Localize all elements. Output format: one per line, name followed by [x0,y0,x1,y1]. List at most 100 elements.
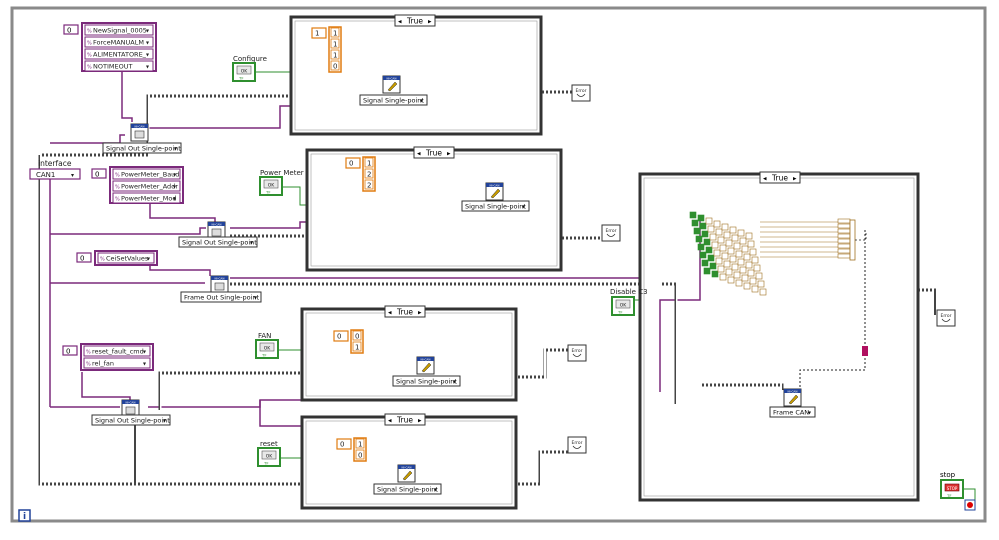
svg-text:PowerMeter_Addr: PowerMeter_Addr [121,183,178,191]
svg-text:NI-CAN: NI-CAN [212,222,222,226]
svg-text:▾: ▾ [173,184,176,191]
signal-ring-item[interactable]: %NewSignal_0005▾ [84,24,154,36]
svg-text:OK: OK [241,69,249,75]
svg-text:▸: ▸ [447,150,451,158]
signal-ring-item[interactable]: %ALIMENTATORE_▾ [84,48,154,60]
signal-ring-item[interactable]: %PowerMeter_Addr▾ [112,180,181,192]
pencil-icon [421,362,432,373]
stop-terminal[interactable]: stop STOP TF [940,471,976,511]
svg-text:TF: TF [946,493,952,498]
case-selector-4[interactable]: ◂ True ▸ [384,413,426,426]
error-handler-icon[interactable]: Error [601,224,621,242]
svg-text:Signal Single-point: Signal Single-point [465,203,526,211]
svg-text:▾: ▾ [173,196,176,203]
svg-text:◂: ◂ [388,417,392,425]
svg-text:rel_fan: rel_fan [92,360,114,368]
interface-control[interactable]: interface CAN1 ▾ [29,159,81,180]
error-handler-icon[interactable]: Error [567,436,587,454]
svg-text:OK: OK [268,183,276,189]
svg-text:ForceMANUALM: ForceMANUALM [93,39,144,47]
case-selector-2[interactable]: ◂ True ▸ [413,146,455,159]
svg-text:◂: ◂ [388,309,392,317]
svg-text:stop: stop [940,471,956,479]
error-handler-icon[interactable]: Error [936,309,956,327]
svg-text:◂: ◂ [417,150,421,158]
svg-text:True: True [396,308,413,317]
svg-text:1: 1 [367,160,371,168]
svg-text:reset: reset [260,440,278,448]
svg-text:NI-CAN: NI-CAN [402,465,412,469]
svg-text:0: 0 [333,63,337,71]
pencil-icon [788,394,799,405]
svg-text:%: % [115,173,120,179]
svg-text:%: % [115,197,120,203]
signal-array-group-2[interactable]: 0 %PowerMeter_Baud▾%PowerMeter_Addr▾%Pow… [91,166,184,204]
signal-ring-item[interactable]: %PowerMeter_Mod▾ [112,192,181,204]
case-selector-3[interactable]: ◂ True ▸ [384,305,426,318]
signal-array-group-1[interactable]: 0 %NewSignal_0005▾%ForceMANUALM▾%ALIMENT… [63,22,157,72]
signal-array-group-4[interactable]: 0 %reset_fault_cmd▾%rel_fan ▾ [62,343,154,371]
case-selector-1[interactable]: ◂ True ▸ [394,14,436,27]
svg-text:Signal Single-point: Signal Single-point [377,486,438,494]
svg-text:◂: ◂ [763,175,767,183]
svg-text:▸: ▸ [793,175,797,183]
error-handler-icon[interactable]: Error [571,84,591,102]
svg-text:Error: Error [572,440,583,446]
svg-text:i: i [23,512,26,522]
signal-ring-item[interactable]: %CeiSetValues▾ [97,252,155,264]
svg-text:PowerMeter_Mod: PowerMeter_Mod [121,195,176,203]
svg-text:NI-CAN: NI-CAN [215,276,225,280]
signal-ring-item[interactable]: %NOTIMEOUT▾ [84,60,154,72]
error-handler-icon[interactable]: Error [567,344,587,362]
svg-text:2: 2 [367,182,371,190]
svg-text:PowerMeter_Baud: PowerMeter_Baud [121,171,179,179]
svg-text:▸: ▸ [428,18,432,26]
svg-text:0: 0 [95,171,99,179]
svg-text:0: 0 [66,348,70,356]
svg-text:%: % [115,185,120,191]
svg-text:NI-CAN: NI-CAN [126,400,136,404]
svg-text:Frame CAN: Frame CAN [773,409,809,417]
svg-text:▸: ▸ [418,417,422,425]
write-icon [134,130,145,139]
svg-text:▾: ▾ [147,256,150,263]
signal-ring-item[interactable]: %PowerMeter_Baud▾ [112,168,181,180]
case5-internal-wires [659,220,868,404]
signal-ring-item[interactable]: %ForceMANUALM▾ [84,36,154,48]
signal-ring-item[interactable]: %reset_fault_cmd▾ [83,345,151,357]
svg-text:0: 0 [340,441,344,449]
svg-text:▾: ▾ [71,172,74,179]
case-selector-5[interactable]: ◂ True ▸ [759,171,801,184]
signal-ring-item[interactable]: %rel_fan ▾ [83,357,151,369]
svg-text:Error: Error [572,348,583,354]
bit-bundle-array [689,211,867,296]
svg-text:TF: TF [261,353,267,358]
svg-text:▾: ▾ [143,361,146,368]
signal-array-group-3[interactable]: 0 %CeiSetValues▾ [76,250,158,266]
svg-text:Frame Out Single-point: Frame Out Single-point [184,294,260,302]
svg-text:▾: ▾ [146,28,149,35]
svg-text:Disable C3: Disable C3 [610,288,648,296]
svg-text:1: 1 [315,30,319,38]
svg-text:%: % [86,362,91,368]
svg-text:▾: ▾ [808,410,811,417]
